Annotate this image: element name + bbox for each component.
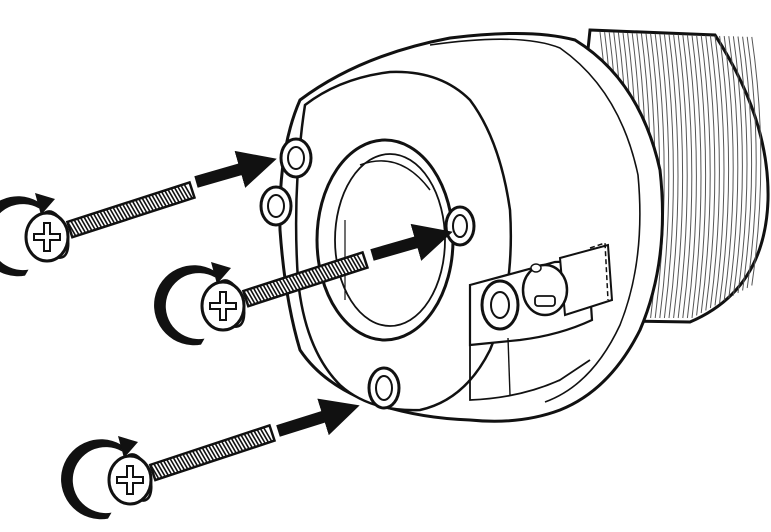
insert-direction-arrow-icon bbox=[370, 223, 453, 261]
clockwise-rotation-arrow-icon bbox=[61, 436, 138, 520]
clockwise-rotation-arrow-icon bbox=[154, 262, 231, 346]
insert-direction-arrow-icon bbox=[194, 150, 277, 188]
insert-direction-arrow-icon bbox=[276, 398, 360, 437]
phillips-screw-icon bbox=[61, 423, 277, 520]
phillips-screw-icon bbox=[0, 180, 197, 277]
insertion-arrows bbox=[194, 150, 453, 437]
cam-mechanism bbox=[468, 241, 614, 401]
clockwise-rotation-arrow-icon bbox=[0, 193, 55, 277]
screws bbox=[0, 180, 370, 520]
phillips-screw-icon bbox=[154, 250, 370, 346]
mounting-holes bbox=[259, 137, 476, 410]
lock-housing bbox=[259, 31, 664, 423]
